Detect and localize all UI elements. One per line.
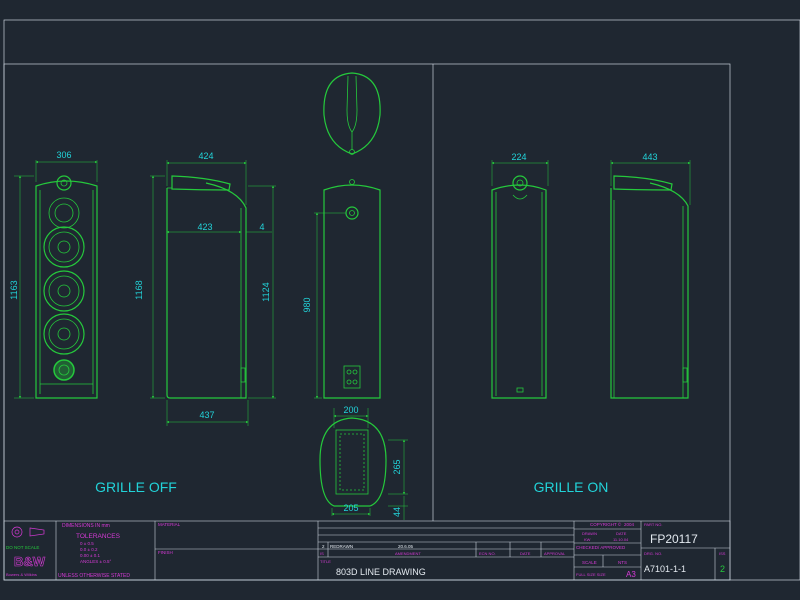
drawn-label: DRAWN xyxy=(582,531,597,536)
part-number: FP20117 xyxy=(650,532,698,546)
bass-driver-2-icon xyxy=(43,270,85,312)
checked-approved-label: CHECKED/ APPROVED xyxy=(576,545,626,550)
label-grille-on: GRILLE ON xyxy=(534,479,609,495)
dim-bottom-width-top: 200 xyxy=(343,405,358,415)
side-view-grille-on: 443 xyxy=(610,152,691,399)
bass-driver-3-icon xyxy=(43,313,85,355)
drawing-title: 803D LINE DRAWING xyxy=(336,567,426,577)
scale-value: NTS xyxy=(618,560,627,565)
front-view-grille-on: 224 xyxy=(491,152,549,399)
revision-issue: 2 xyxy=(322,544,325,549)
unless-otherwise-stated: UNLESS OTHERWISE STATED xyxy=(58,573,130,579)
midrange-driver-icon xyxy=(48,197,80,229)
dim-side-top-width: 424 xyxy=(198,151,213,161)
tolerance-row-3: 0.00 ± 0.1 xyxy=(80,553,100,558)
drawing-number: A7101-1-1 xyxy=(644,564,686,574)
dim-side-on-width: 443 xyxy=(642,152,657,162)
approval-column-label: APPROVAL xyxy=(544,551,566,556)
tolerance-row-2: 0.0 ± 0.2 xyxy=(80,547,98,552)
top-view xyxy=(323,72,381,155)
tweeter-pod-grille-on-icon xyxy=(512,175,528,191)
dim-rear-height: 980 xyxy=(302,297,312,312)
dim-bottom-offset: 44 xyxy=(392,507,402,517)
drg-no-label: DRG. NO. xyxy=(644,551,662,556)
dim-side-height-left: 1168 xyxy=(134,280,144,299)
iss-label: ISS xyxy=(719,551,726,556)
label-grille-off: GRILLE OFF xyxy=(95,479,177,495)
copyright-year: 2004 xyxy=(624,522,635,527)
dim-side-height-right: 1124 xyxy=(261,282,271,301)
issue-column-label: IS xyxy=(320,551,324,556)
sheet-size: A3 xyxy=(626,570,636,579)
dim-side-body-width: 423 xyxy=(197,222,212,232)
material-label: MATERIAL xyxy=(158,522,181,527)
finish-label: FINISH xyxy=(158,550,173,555)
company-name: Bowers & Wilkins xyxy=(6,572,37,577)
ecn-column-label: ECN NO. xyxy=(479,551,496,556)
rear-view: 980 xyxy=(302,179,381,399)
tolerance-row-4: ANGLES ± 0.5° xyxy=(80,559,111,564)
bass-driver-1-icon xyxy=(43,226,85,268)
title-block: DO NOT SCALE B&W Bowers & Wilkins DIMENS… xyxy=(3,520,731,581)
part-no-label: PART NO. xyxy=(644,522,662,527)
dim-side-offset: 4 xyxy=(259,222,264,232)
amendment-column-label: AMENDMENT xyxy=(395,551,421,556)
tweeter-pod-icon xyxy=(56,175,72,191)
drawn-date-label: DATE xyxy=(616,531,627,536)
projection-symbol-icon xyxy=(11,526,23,538)
scale-label: SCALE xyxy=(582,560,597,565)
dim-front-height: 1163 xyxy=(9,280,19,299)
port-icon xyxy=(53,359,75,381)
date-column-label: DATE xyxy=(520,551,531,556)
rear-terminal-icon xyxy=(345,206,359,220)
do-not-scale: DO NOT SCALE xyxy=(6,545,39,550)
dim-top-view-width: 224 xyxy=(511,152,526,162)
dim-front-width: 306 xyxy=(56,150,71,160)
drawing-frame xyxy=(3,63,731,581)
side-view: 424 423 4 1168 1124 437 xyxy=(134,151,276,426)
tolerances-heading: TOLERANCES xyxy=(76,533,121,540)
bottom-view: 200 205 265 44 xyxy=(319,405,408,520)
company-logo-icon: B&W xyxy=(14,554,46,569)
outer-sheet-border xyxy=(3,19,800,581)
dim-bottom-width-bottom: 205 xyxy=(343,503,358,513)
drawn-date: 11.10.04 xyxy=(613,537,629,542)
dimensions-note: DIMENSIONS IN mm xyxy=(62,523,110,529)
revision-date: 20.6.05 xyxy=(398,544,414,549)
dim-side-base-width: 437 xyxy=(199,410,214,420)
issue-number: 2 xyxy=(720,564,725,574)
tolerance-row-1: 0 ± 0.5 xyxy=(80,541,94,546)
binding-posts-icon xyxy=(343,365,361,389)
copyright-label: COPYRIGHT © xyxy=(590,521,622,527)
revision-amendment: REDRAWN xyxy=(330,544,353,549)
dim-bottom-height: 265 xyxy=(392,459,402,474)
title-label: TITLE xyxy=(320,559,331,564)
front-view: 306 1163 xyxy=(9,150,98,399)
sheet-size-label: FULL SIZE SIZE xyxy=(576,572,606,577)
drawn-by: KW xyxy=(584,537,591,542)
